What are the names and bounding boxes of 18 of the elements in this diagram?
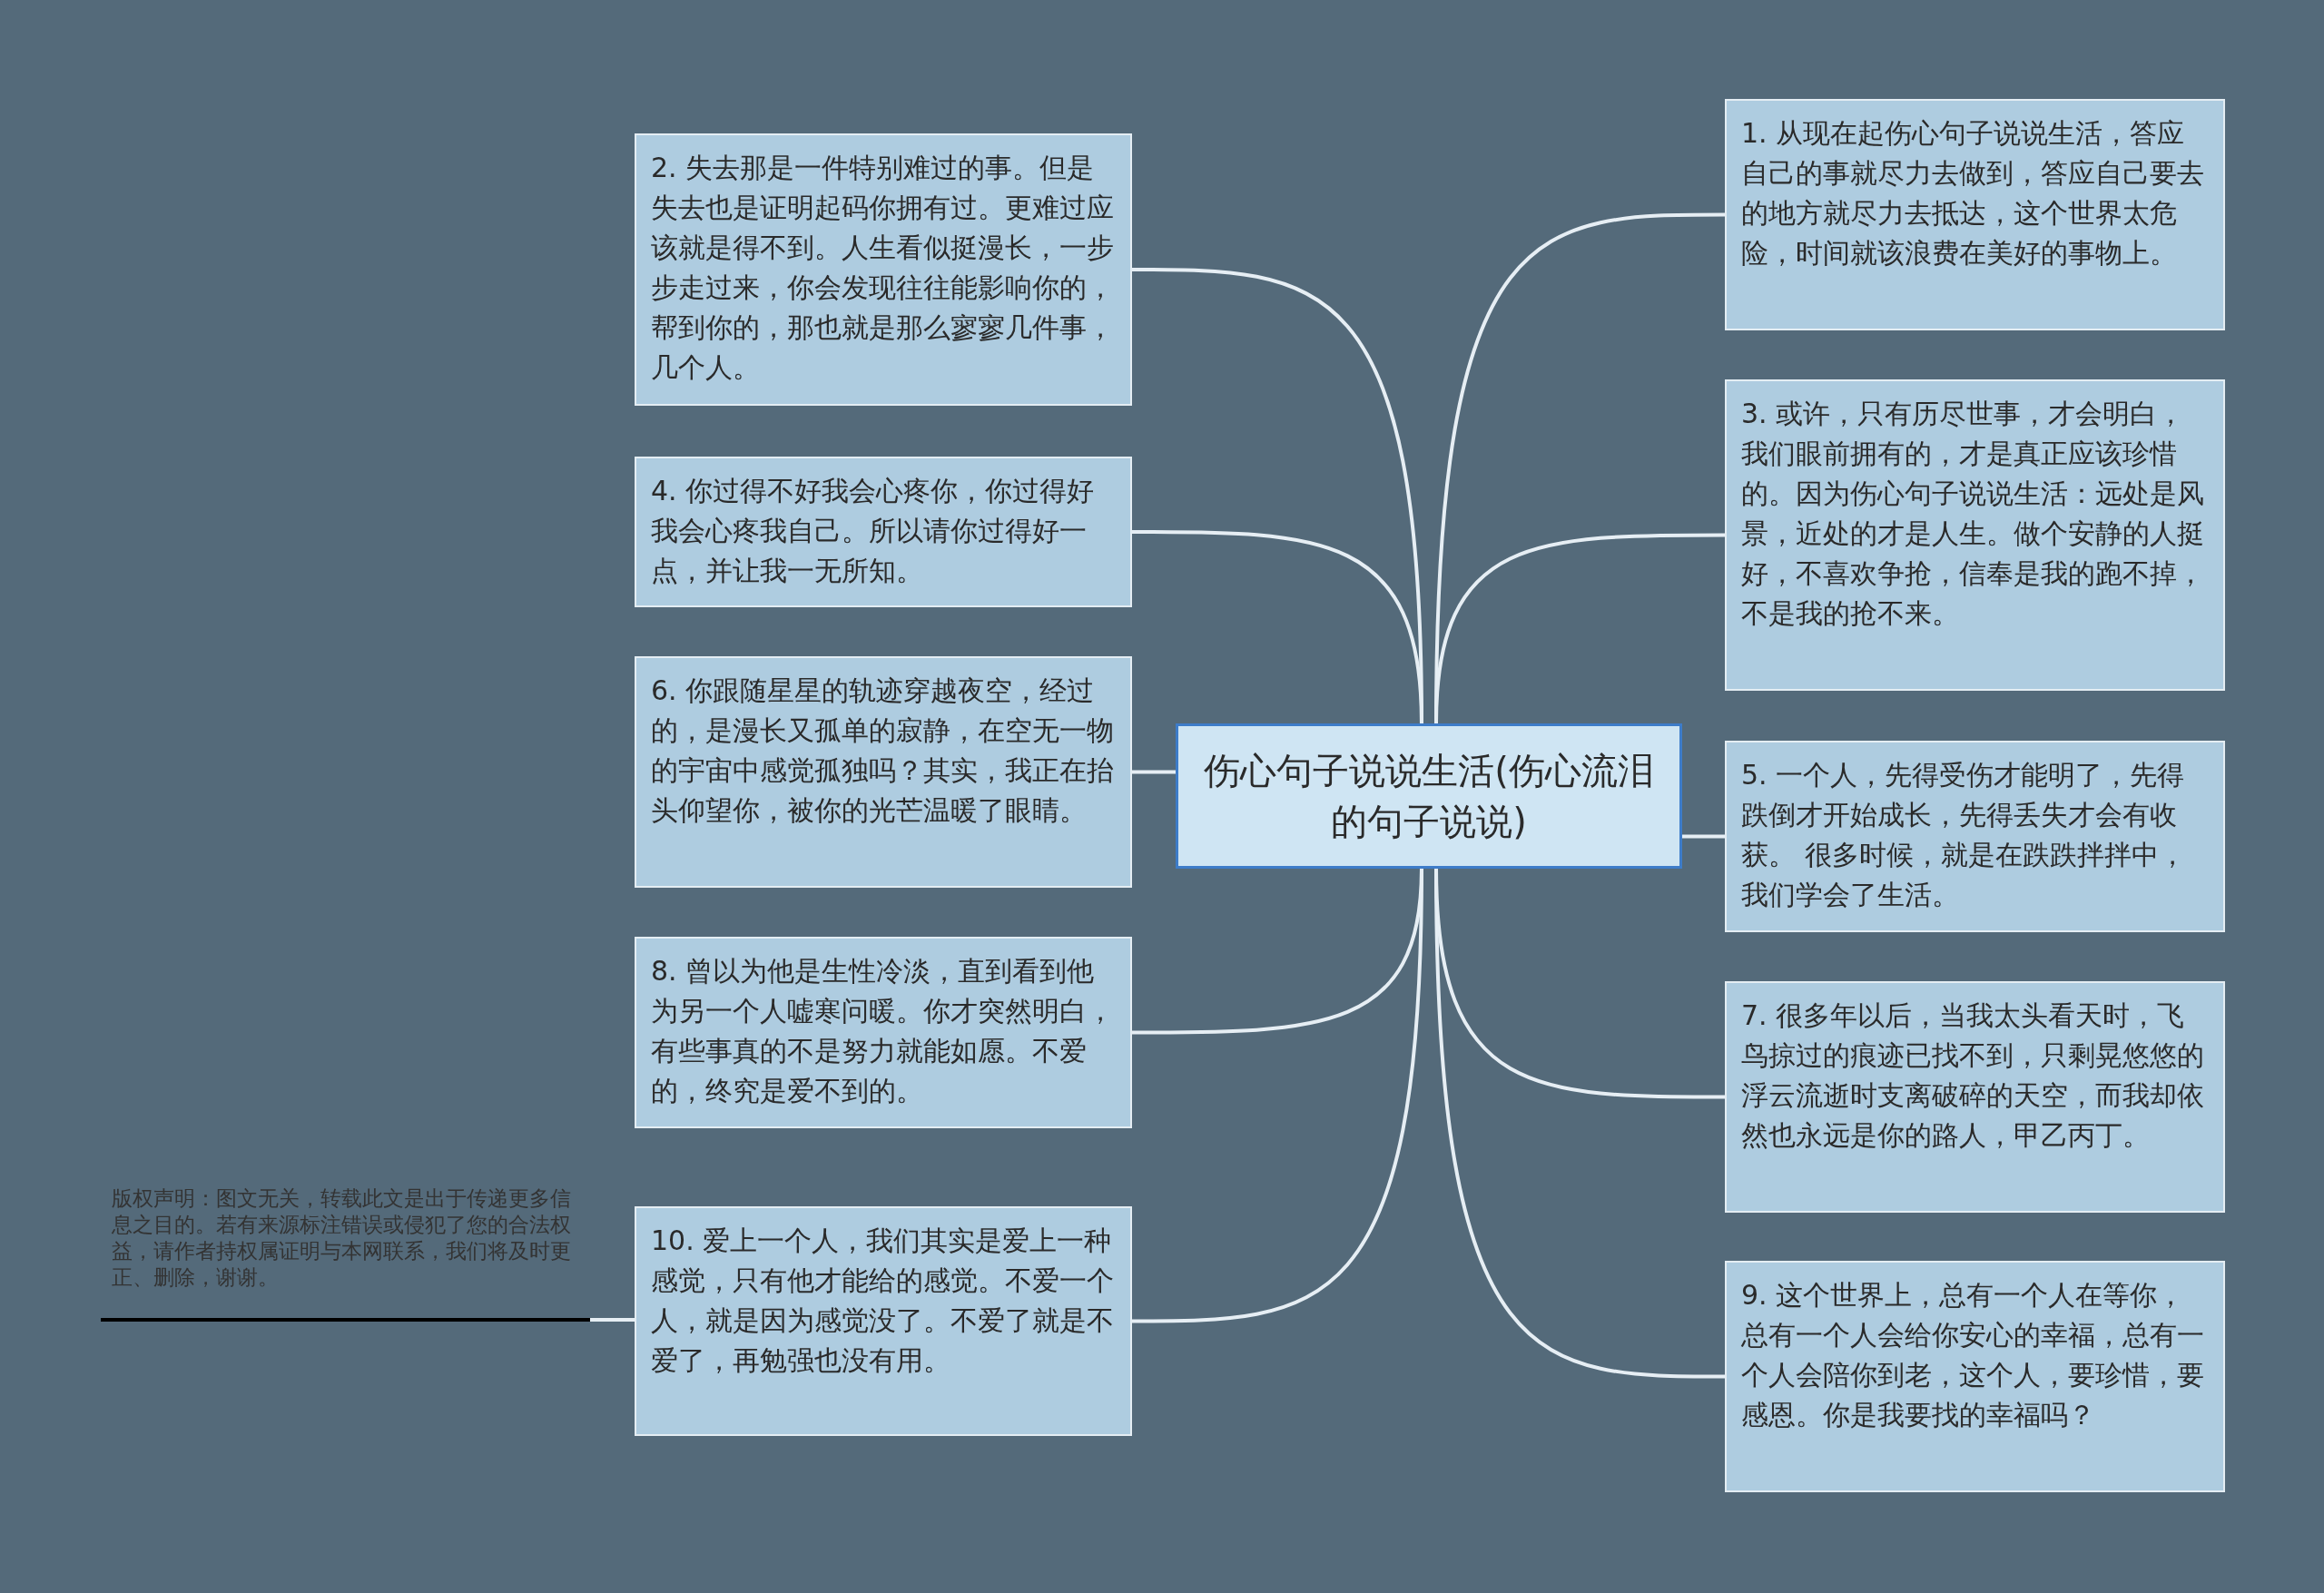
topic-box: 2. 失去那是一件特别难过的事。但是失去也是证明起码你拥有过。更难过应该就是得不到。人生看似挺漫长，一步步走过来，你会发现往往能影响你的，帮到你的，那也就是那么寥寥几件事，几个人。 [635,133,1132,406]
topic-box: 7. 很多年以后，当我太头看天时，飞鸟掠过的痕迹已找不到，只剩晃悠悠的浮云流逝时支离破碎的天空，而我却依然也永远是你的路人，甲乙丙丁。 [1725,981,2225,1213]
topic-box: 6. 你跟随星星的轨迹穿越夜空，经过的，是漫长又孤单的寂静，在空无一物的宇宙中感觉孤独吗？其实，我正在抬头仰望你，被你的光芒温暖了眼睛。 [635,656,1132,888]
connector-line [1132,530,1423,724]
topic-box: 5. 一个人，先得受伤才能明了，先得跌倒才开始成长，先得丢失才会有收获。 很多时候，就是在跌跌拌拌中，我们学会了生活。 [1725,741,2225,932]
central-topic-box: 伤心句子说说生活(伤心流泪的句子说说) [1176,723,1682,869]
topic-box: 9. 这个世界上，总有一个人在等你，总有一个人会给你安心的幸福，总有一个人会陪你到老，这个人，要珍惜，要感恩。你是我要找的幸福吗？ [1725,1261,2225,1492]
connector-line [1132,868,1423,1323]
topic-box: 3. 或许，只有历尽世事，才会明白，我们眼前拥有的，才是真正应该珍惜的。因为伤心句子说说生活：远处是风景，近处的才是人生。做个安静的人挺好，不喜欢争抢，信奉是我的跑不掉，不是我的抢不来。 [1725,379,2225,691]
topic-box: 4. 你过得不好我会心疼你，你过得好我会心疼我自己。所以请你过得好一点，并让我一无所知。 [635,457,1132,607]
connector-line [1132,770,1176,774]
connector-line [1682,834,1725,839]
topic-box: 10. 爱上一个人，我们其实是爱上一种感觉，只有他才能给的感觉。不爱一个人，就是因为感觉没了。不爱了就是不爱了，再勉强也没有用。 [635,1206,1132,1436]
connector-line [590,1318,635,1322]
topic-box: 1. 从现在起伤心句子说说生活，答应自己的事就尽力去做到，答应自己要去的地方就尽力去抵达，这个世界太危险，时间就该浪费在美好的事物上。 [1725,99,2225,330]
connector-line [1434,533,1725,724]
copyright-note: 版权声明：图文无关，转载此文是出于传递更多信息之目的。若有来源标注错误或侵犯了您的合法权益，请作者持权属证明与本网联系，我们将及时更正、删除，谢谢。 [101,1185,590,1322]
topic-box: 8. 曾以为他是生性冷淡，直到看到他为另一个人嘘寒问暖。你才突然明白，有些事真的不是努力就能如愿。不爱的，终究是爱不到的。 [635,937,1132,1128]
